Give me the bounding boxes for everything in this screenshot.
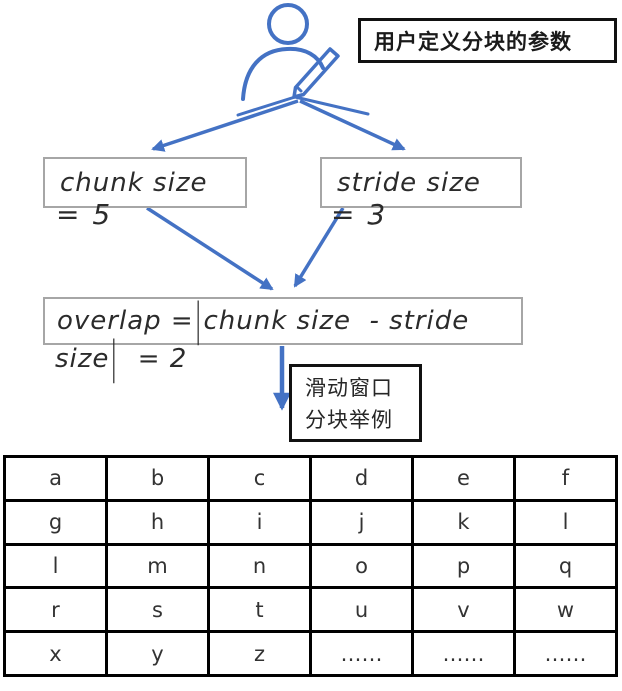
pencil-band: [295, 85, 303, 93]
table-cell: j: [309, 498, 414, 546]
overlap-formula-box: overlap =|chunk size - stride: [43, 295, 523, 347]
table-cell: d: [309, 455, 414, 502]
table-cell: m: [105, 542, 210, 590]
parameters-title-box: 用户定义分块的参数: [358, 18, 617, 63]
table-cell: h: [105, 498, 210, 546]
table-cell: v: [411, 586, 516, 634]
table-cell: s: [105, 586, 210, 634]
abs-bar-open: |: [193, 295, 204, 347]
chunk-size-label: chunk size: [60, 167, 208, 198]
pencil-icon: [292, 47, 340, 99]
table-cell: z: [207, 630, 312, 677]
table-cell: p: [411, 542, 516, 590]
table-cell: y: [105, 630, 210, 677]
table-cell: w: [513, 586, 618, 634]
arrow-chunk-to-overlap: [146, 206, 274, 291]
arrow-to-stride: [299, 99, 406, 151]
chunk-size-value: = 5: [56, 198, 113, 231]
table-cell: i: [207, 498, 312, 546]
stride-size-value: = 3: [331, 198, 388, 231]
table-cell: e: [411, 455, 516, 502]
parameters-title-label: 用户定义分块的参数: [374, 30, 572, 54]
table-cell: a: [3, 455, 108, 502]
table-cell: f: [513, 455, 618, 502]
table-cell: ……: [513, 630, 618, 677]
stride-size-box: stride size: [320, 157, 522, 208]
arrow-to-chunk: [151, 99, 299, 152]
table-cell: u: [309, 586, 414, 634]
table-cell: t: [207, 586, 312, 634]
stride-size-label: stride size: [337, 167, 481, 198]
person-writing-icon: [236, 3, 370, 117]
table-cell: x: [3, 630, 108, 677]
person-head: [267, 3, 309, 45]
table-cell: ……: [411, 630, 516, 677]
table-cell: ……: [309, 630, 414, 677]
sliding-window-label-line1: 滑动窗口: [305, 377, 393, 400]
table-cell: g: [3, 498, 108, 546]
table-cell: q: [513, 542, 618, 590]
table-cell: k: [411, 498, 516, 546]
sliding-window-label-box: 滑动窗口 分块举例: [289, 364, 422, 442]
chunk-size-box: chunk size: [43, 157, 247, 208]
overlap-formula-line1: overlap =|chunk size - stride: [57, 295, 470, 347]
table-cell: o: [309, 542, 414, 590]
sliding-window-label-line2: 分块举例: [305, 408, 393, 432]
table-cell: c: [207, 455, 312, 502]
writing-line: [236, 95, 370, 117]
table-cell: l: [3, 542, 108, 590]
person-torso: [241, 46, 325, 101]
table-cell: l: [513, 498, 618, 546]
abs-bar-close: |: [109, 333, 120, 385]
overlap-formula-line2: size| = 2: [55, 333, 188, 385]
table-cell: r: [3, 586, 108, 634]
table-cell: n: [207, 542, 312, 590]
table-cell: b: [105, 455, 210, 502]
